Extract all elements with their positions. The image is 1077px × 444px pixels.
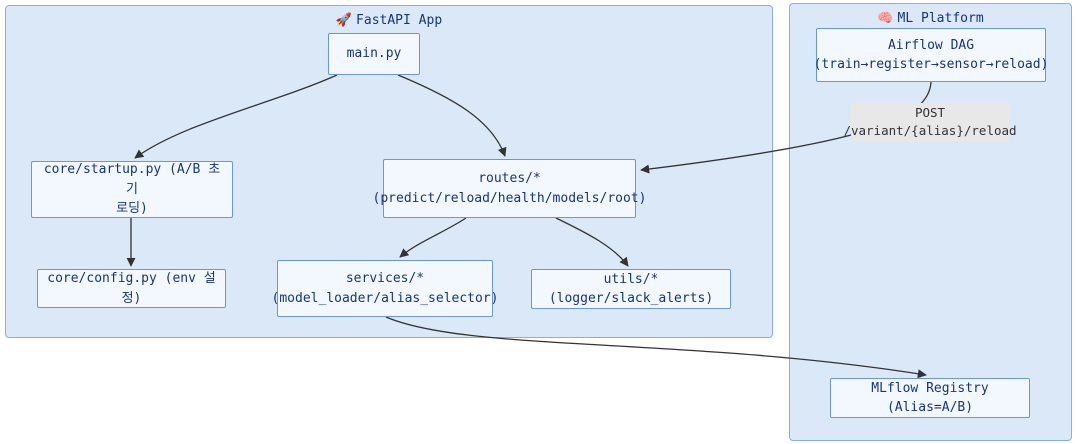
node-main-py-label: main.py (346, 46, 402, 62)
node-core-startup-line2: 로딩) (116, 201, 148, 217)
node-airflow-dag-line1: Airflow DAG (887, 37, 975, 53)
cluster-title-fastapi-text: FastAPI App (356, 13, 443, 28)
cluster-title-ml-platform: 🧠ML Platform (790, 11, 1071, 26)
node-main-py: main.py (328, 33, 420, 75)
cluster-title-ml-platform-text: ML Platform (897, 11, 984, 26)
node-core-startup: core/startup.py (A/B 초기 로딩) (31, 161, 233, 218)
node-utils-label: utils/* (logger/slack_alerts) (548, 271, 714, 307)
node-services-line2: (model_loader/alias_selector) (271, 290, 499, 306)
node-airflow-dag-line2: (train→register→sensor→reload) (813, 57, 1049, 72)
node-services: services/* (model_loader/alias_selector) (272, 260, 499, 317)
node-utils: utils/* (logger/slack_alerts) (531, 269, 731, 309)
node-mlflow-registry-label: MLflow Registry (Alias=A/B) (871, 380, 989, 416)
rocket-icon: 🚀 (335, 13, 353, 28)
edge-label-post-line2: /variant/{alias}/reload (843, 123, 1017, 138)
edge-label-post-line1: POST (914, 104, 946, 120)
node-core-startup-line1: core/startup.py (A/B 초기 (43, 162, 221, 197)
node-routes: routes/* (predict/reload/health/models/r… (373, 159, 646, 218)
brain-icon: 🧠 (877, 11, 894, 26)
node-airflow-dag: Airflow DAG (train→register→sensor→reloa… (813, 28, 1049, 82)
edge-label-post-reload: POST /variant/{alias}/reload (843, 103, 1017, 141)
node-routes-line1: routes/* (478, 171, 541, 186)
cluster-title-fastapi: 🚀FastAPI App (6, 13, 772, 28)
node-routes-line2: (predict/reload/health/models/root) (372, 190, 647, 206)
node-mlflow-registry: MLflow Registry (Alias=A/B) (830, 378, 1030, 418)
node-core-config: core/config.py (env 설정) (37, 269, 226, 308)
node-core-config-label: core/config.py (env 설정) (47, 271, 216, 306)
node-services-line1: services/* (345, 271, 425, 286)
